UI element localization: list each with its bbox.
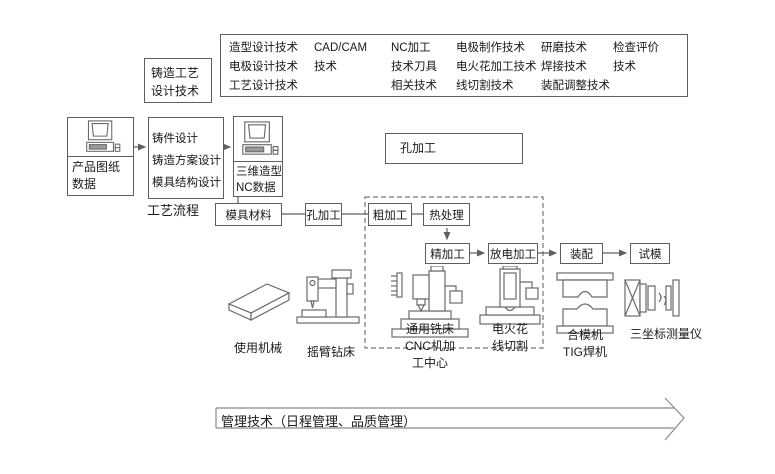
tech-item: 电极制作技术	[456, 42, 525, 54]
machine-label-line: 电火花	[491, 322, 528, 336]
cmm-icon	[624, 279, 680, 317]
tech-item: 检查评价	[613, 42, 659, 54]
box-label: 产品图纸 数据	[68, 157, 133, 195]
flow-box-trial-mold: 试模	[630, 243, 670, 264]
machine-label-line: CNC机加	[405, 339, 455, 353]
tech-column-design: 造型设计技术 电极设计技术 工艺设计技术	[229, 39, 298, 96]
management-banner-arrow	[215, 397, 685, 441]
tech-item: CAD/CAM	[314, 42, 368, 54]
tech-item: 电火花加工技术	[456, 61, 537, 73]
tech-column-cadcam: CAD/CAM 技术	[314, 39, 367, 77]
machine-label-line: 三坐标测量仪	[629, 327, 702, 341]
radial-drill-icon	[296, 269, 360, 324]
machine-label-line: 通用铣床	[405, 322, 454, 336]
box-label-line: 铸造工艺	[151, 66, 200, 80]
modeling-nc-data-box: 三维造型 NC数据	[233, 116, 283, 197]
machine-label-cmm: 三坐标测量仪	[620, 326, 712, 343]
tech-column-grinding: 研磨技术 焊接技术 装配调整技术	[541, 39, 610, 96]
icon-cell	[68, 118, 133, 157]
mold-clamp-icon	[556, 272, 614, 334]
flow-box-assembly: 装配	[560, 243, 603, 264]
design-steps-box: 铸件设计 铸造方案设计 模具结构设计	[148, 117, 224, 199]
machine-label-line: 线切割	[491, 339, 528, 353]
flow-box-heat-treatment: 热处理	[423, 203, 470, 226]
box-label-line: NC数据	[236, 182, 276, 194]
tech-item: 焊接技术	[541, 61, 587, 73]
casting-process-design-box: 铸造工艺 设计技术	[144, 58, 212, 103]
machine-label-radial-drill: 摇臂钻床	[296, 344, 366, 361]
technology-list-box: 造型设计技术 电极设计技术 工艺设计技术 CAD/CAM 技术 NC加工 技术刀…	[220, 34, 688, 97]
tech-item: 相关技术	[391, 80, 437, 92]
box-label-line: 设计技术	[151, 84, 200, 98]
flow-box-finish-machining: 精加工	[425, 243, 470, 264]
tech-item: 工艺设计技术	[229, 80, 298, 92]
machine-label-milling-cnc: 通用铣床 CNC机加 工中心	[388, 321, 472, 372]
tech-item: 技术	[314, 61, 337, 73]
tech-column-nc: NC加工 技术刀具 相关技术	[391, 39, 437, 96]
machine-label-edm-wirecut: 电火花 线切割	[478, 321, 542, 355]
tech-item: 电极设计技术	[229, 61, 298, 73]
management-technology-label: 管理技术（日程管理、品质管理）	[221, 414, 417, 429]
tech-item: 装配调整技术	[541, 80, 610, 92]
box-label-line: 铸造方案设计	[152, 155, 221, 167]
material-block-icon	[227, 283, 291, 321]
box-label-line: 铸件设计	[152, 133, 198, 145]
computer-icon	[85, 120, 120, 152]
box-label-line: 产品图纸	[72, 160, 121, 174]
icon-cell	[234, 117, 282, 162]
tech-item: 线切割技术	[456, 80, 514, 92]
tech-column-electrode: 电极制作技术 电火花加工技术 线切割技术	[456, 39, 537, 96]
box-label: 三维造型 NC数据	[234, 162, 282, 198]
tech-item: NC加工	[391, 42, 431, 54]
machine-label-mold-clamp-tig: 合模机 TIG焊机	[552, 327, 618, 361]
machine-label-line: TIG焊机	[563, 345, 607, 359]
tech-item: 研磨技术	[541, 42, 587, 54]
hole-machining-wide-box: 孔加工	[385, 133, 523, 164]
machine-label-line: 工中心	[411, 356, 448, 370]
flow-box-edm: 放电加工	[488, 243, 538, 264]
flow-box-rough-machining: 粗加工	[368, 203, 412, 226]
tech-item: 技术	[613, 61, 636, 73]
milling-machine-icon	[391, 266, 469, 338]
box-label-line: 数据	[72, 177, 97, 191]
tech-column-inspection: 检查评价 技术	[613, 39, 659, 77]
dashed-group-box	[364, 196, 544, 349]
box-label-line: 三维造型	[236, 166, 282, 178]
tech-item: 造型设计技术	[229, 42, 298, 54]
process-flow-label: 工艺流程	[147, 203, 200, 218]
computer-icon	[242, 121, 279, 155]
machine-label-line: 合模机	[566, 328, 603, 342]
machine-label-used-machinery: 使用机械	[220, 340, 296, 357]
product-drawing-data-box: 产品图纸 数据	[67, 117, 134, 196]
edm-wirecut-icon	[479, 266, 541, 325]
flow-box-mold-material: 模具材料	[215, 203, 282, 226]
box-label-line: 模具结构设计	[152, 177, 221, 189]
flow-box-hole-machining: 孔加工	[305, 203, 342, 226]
tech-item: 技术刀具	[391, 61, 437, 73]
machine-label-line: 摇臂钻床	[306, 345, 355, 359]
machine-label-line: 使用机械	[233, 341, 282, 355]
